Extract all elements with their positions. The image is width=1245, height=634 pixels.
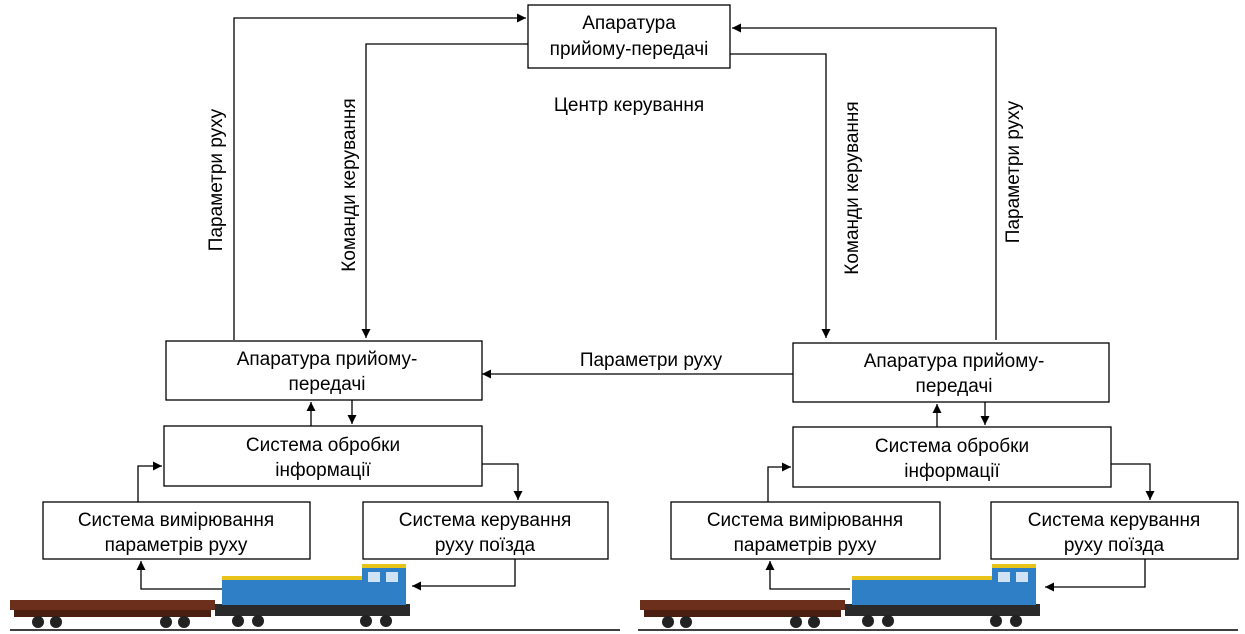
locomotive-cab-roof xyxy=(992,564,1036,568)
right-measurement-box xyxy=(670,501,941,560)
left-processing-box xyxy=(163,425,483,487)
right-control-line1: Система керування xyxy=(1028,510,1200,531)
right-processing-to-control-arrow xyxy=(1111,463,1155,500)
wagon-wheel xyxy=(680,616,692,628)
right-transceiver-box xyxy=(792,342,1110,403)
locomotive-window xyxy=(368,572,380,582)
right-control-box xyxy=(990,501,1239,560)
wagon-wheel xyxy=(178,616,190,628)
left-train-system: Апаратура прийому- передачі Система обро… xyxy=(42,340,609,591)
right-measurement-line2: параметрів руху xyxy=(734,535,877,556)
wagon-wheel xyxy=(32,616,44,628)
right-commands-label: Команди керування xyxy=(842,101,863,274)
wagon-wheel xyxy=(50,616,62,628)
right-control-line2: руху поїзда xyxy=(1064,535,1165,556)
right-transceiver-line2: передачі xyxy=(916,376,993,397)
right-processing-box xyxy=(792,426,1112,488)
left-control-line2: руху поїзда xyxy=(435,535,536,556)
right-params-to-center-arrow xyxy=(732,23,997,340)
wagon-wheel xyxy=(790,616,802,628)
right-train-to-measurement-arrow xyxy=(765,561,850,590)
locomotive-underframe xyxy=(845,604,1040,616)
left-train-to-measurement-arrow xyxy=(136,561,222,590)
locomotive-cab-roof xyxy=(362,564,406,568)
locomotive-stripe xyxy=(852,576,994,580)
locomotive-wheel xyxy=(360,615,372,627)
left-measurement-line1: Система вимірювання xyxy=(78,510,274,531)
left-params-to-center-arrow xyxy=(233,13,526,340)
control-center-label: Центр керування xyxy=(554,95,704,116)
right-params-label: Параметри руху xyxy=(1003,100,1024,243)
left-measurement-box xyxy=(42,501,311,560)
right-measurement-to-processing-arrow xyxy=(767,462,791,502)
right-train-system: Апаратура прийому- передачі Система обро… xyxy=(670,342,1239,592)
locomotive-window xyxy=(386,572,398,582)
left-commands-from-center-arrow xyxy=(361,43,528,338)
locomotive-window xyxy=(1016,572,1028,582)
left-measurement-line2: параметрів руху xyxy=(105,535,248,556)
left-commands-label: Команди керування xyxy=(339,98,360,271)
left-processing-line1: Система обробки xyxy=(246,435,400,456)
locomotive-wheel xyxy=(990,615,1002,627)
control-center-transceiver-line1: Апаратура xyxy=(582,13,676,34)
locomotive-hood xyxy=(222,578,364,605)
right-measurement-line1: Система вимірювання xyxy=(707,510,903,531)
wagon-deck xyxy=(640,600,845,610)
left-measurement-to-processing-arrow xyxy=(137,461,162,502)
left-processing-line2: інформації xyxy=(275,460,371,481)
locomotive-cab xyxy=(362,566,406,605)
right-processing-line1: Система обробки xyxy=(875,436,1029,457)
locomotive-wheel xyxy=(1010,615,1022,627)
left-control-box xyxy=(362,501,609,560)
left-transceiver-box xyxy=(165,340,483,401)
locomotive-stripe xyxy=(222,576,364,580)
locomotive-wheel xyxy=(232,615,244,627)
locomotive-hood xyxy=(852,578,994,605)
right-control-to-train-arrow xyxy=(1045,559,1146,592)
locomotive-wheel xyxy=(862,615,874,627)
wagon-frame xyxy=(14,610,211,617)
right-commands-from-center-arrow xyxy=(730,53,831,338)
wagon-wheel xyxy=(808,616,820,628)
wagon-deck xyxy=(10,600,215,610)
right-processing-line2: інформації xyxy=(904,461,1000,482)
locomotive-wheel xyxy=(882,615,894,627)
locomotive-window xyxy=(998,572,1010,582)
wagon-wheel xyxy=(160,616,172,628)
right-transceiver-line1: Апаратура прийому- xyxy=(864,351,1045,372)
inter-train-params-label: Параметри руху xyxy=(580,350,723,371)
wagon-wheel xyxy=(662,616,674,628)
locomotive-wheel xyxy=(380,615,392,627)
left-train-illustration xyxy=(10,564,410,628)
left-control-to-train-arrow xyxy=(412,559,516,591)
control-center-transceiver-line2: прийому-передачі xyxy=(550,39,709,60)
locomotive-cab xyxy=(992,566,1036,605)
left-processing-to-control-arrow xyxy=(482,463,523,500)
wagon-frame xyxy=(644,610,841,617)
left-transceiver-line1: Апаратура прийому- xyxy=(237,349,418,370)
left-control-line1: Система керування xyxy=(399,510,571,531)
locomotive-underframe xyxy=(215,604,410,616)
right-train-illustration xyxy=(640,564,1040,628)
locomotive-wheel xyxy=(252,615,264,627)
control-center-transceiver-box xyxy=(527,4,731,69)
left-params-label: Параметри руху xyxy=(206,108,227,251)
left-transceiver-line2: передачі xyxy=(289,374,366,395)
